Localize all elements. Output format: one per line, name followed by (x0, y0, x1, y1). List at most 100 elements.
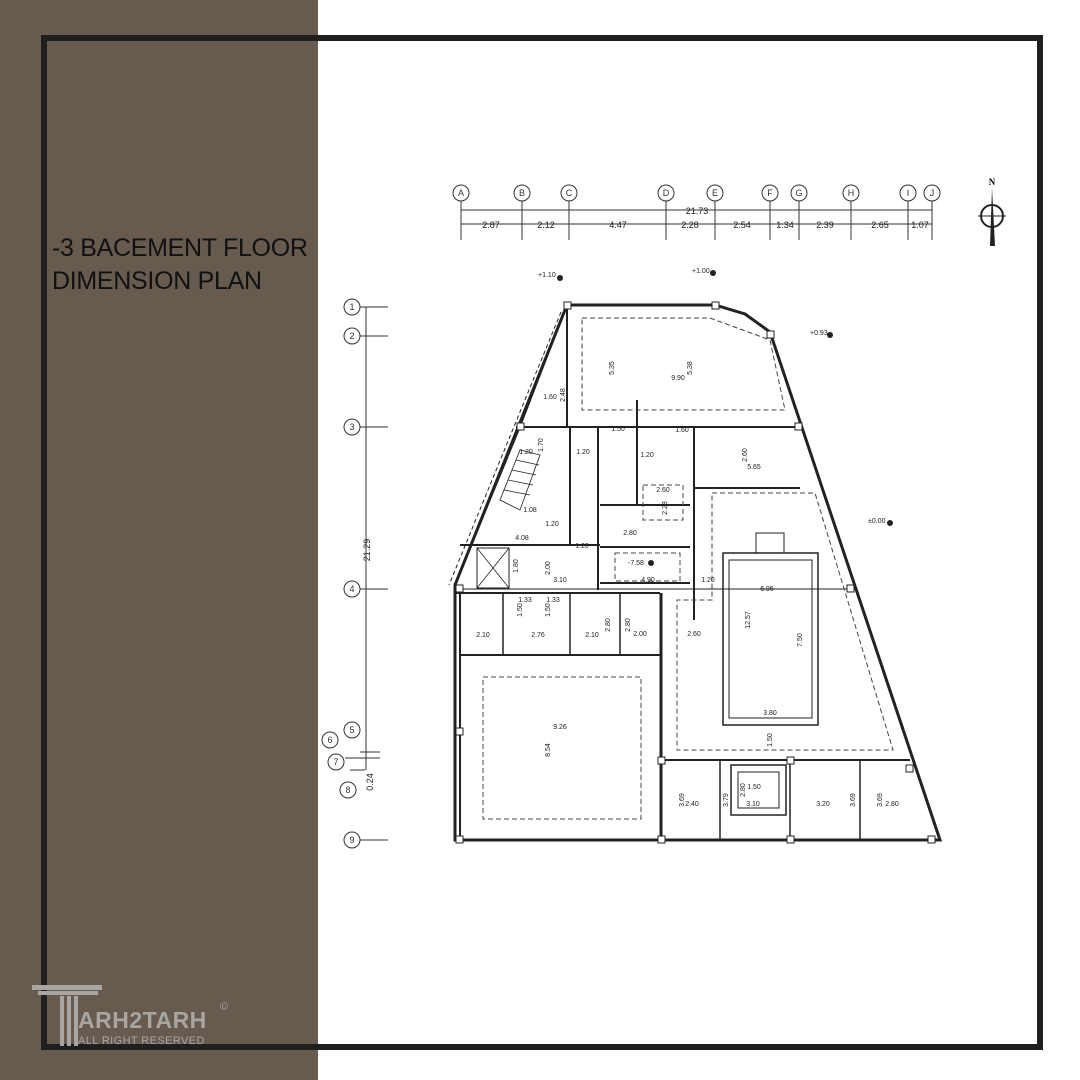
grid-row-2: 2 (349, 331, 354, 341)
dimension-label: 1.50 (545, 603, 552, 617)
dimension-label: 5.35 (609, 361, 616, 375)
dimension-label: 1.50 (767, 733, 774, 747)
dimension-label: 2.48 (560, 388, 567, 402)
dimension-label: 1.70 (538, 438, 545, 452)
col-spacing: 1.07 (911, 220, 929, 230)
dimension-label: 2.10 (585, 632, 599, 639)
grid-columns (452, 184, 941, 240)
dimension-label: 2.80 (605, 618, 612, 632)
copyright-mark: © (220, 1001, 229, 1013)
grid-row-7: 7 (333, 757, 338, 767)
dimension-label: 1.80 (513, 559, 520, 573)
dimension-label: 2.76 (531, 632, 545, 639)
dimension-label: 1.20 (545, 521, 559, 528)
dashed-areas (482, 317, 894, 820)
plan-title: -3 BACEMENT FLOOR DIMENSION PLAN (52, 232, 308, 298)
north-arrow-icon: N (978, 177, 1006, 246)
grid-col-h: H (848, 188, 855, 198)
dimension-label: 3.69 (877, 793, 884, 807)
level-mark: +1.00 (692, 268, 710, 275)
col-spacing: 2.28 (681, 220, 699, 230)
row-labels: 1 2 3 4 5 6 7 8 9 (327, 302, 354, 845)
column-dimensions: 21.73 2.87 2.12 4.47 2.28 2.54 1.34 2.39… (482, 206, 929, 230)
grid-col-a: A (458, 188, 464, 198)
column-labels: A B C D E F G H I J (458, 188, 934, 198)
dimension-label: 2.00 (545, 561, 552, 575)
grid-col-f: F (767, 188, 773, 198)
logo: ARH2TARH © ALL RIGHT RESERVED (30, 985, 250, 1050)
walls (448, 303, 943, 842)
grid-col-j: J (930, 188, 935, 198)
dimension-label: 1.60 (675, 427, 689, 434)
title-line-2: DIMENSION PLAN (52, 267, 262, 295)
dimension-label: 1.20 (519, 449, 533, 456)
dimension-label: 1.33 (546, 597, 560, 604)
col-spacing: 2.39 (816, 220, 834, 230)
dimension-label: 1.20 (576, 449, 590, 456)
grid-col-i: I (907, 188, 910, 198)
logo-rights: ALL RIGHT RESERVED (78, 1035, 205, 1047)
dimension-label: 8.54 (545, 743, 552, 757)
dimension-label: 1.50 (611, 426, 625, 433)
grid-row-3: 3 (349, 422, 354, 432)
grid-row-4: 4 (349, 584, 354, 594)
col-spacing: 2.87 (482, 220, 500, 230)
dimension-label: 3.69 (850, 793, 857, 807)
dimension-label: 2.60 (656, 487, 670, 494)
dimension-label: 5.38 (687, 361, 694, 375)
grid-col-b: B (519, 188, 525, 198)
dimension-label: 3.10 (746, 801, 760, 808)
dimension-label: 12.57 (745, 611, 752, 629)
dimension-label: 2.80 (623, 530, 637, 537)
dimension-label: 6.95 (760, 586, 774, 593)
dimension-label: 2.40 (685, 801, 699, 808)
dimension-label: 3.79 (723, 793, 730, 807)
dimension-label: 1.08 (523, 507, 537, 514)
dimension-label: 3.80 (763, 710, 777, 717)
dimension-label: 1.50 (517, 603, 524, 617)
dimension-label: 1.20 (640, 452, 654, 459)
dimension-label: 2.28 (662, 501, 669, 515)
logo-brand: ARH2TARH (78, 1007, 207, 1033)
level-marks: +1.10 +1.00 +0.93 ±0.00 -7.58 (538, 268, 893, 567)
grid-col-d: D (663, 188, 670, 198)
dimension-label: 2.80 (740, 783, 747, 797)
title-line-1: -3 BACEMENT FLOOR (52, 234, 308, 262)
level-mark: ±0.00 (868, 518, 886, 525)
dimension-label: 5.65 (747, 464, 761, 471)
grid-row-5: 5 (349, 725, 354, 735)
dimension-label: 4.90 (641, 577, 655, 584)
grid-row-8: 8 (345, 785, 350, 795)
level-mark: -7.58 (628, 560, 644, 567)
total-width: 21.73 (686, 206, 709, 216)
dimension-label: 2.10 (476, 632, 490, 639)
dimension-label: 1.20 (701, 577, 715, 584)
grid-row-1: 1 (349, 302, 354, 312)
side-panel (0, 0, 318, 1080)
col-spacing: 4.47 (609, 220, 627, 230)
col-spacing: 1.34 (776, 220, 794, 230)
dimension-label: 3.10 (553, 577, 567, 584)
structural-columns (455, 301, 936, 844)
dimension-label: 1.60 (543, 394, 557, 401)
dimension-label: 7.50 (797, 633, 804, 647)
level-mark: +0.93 (810, 330, 828, 337)
dimension-label: 4.08 (515, 535, 529, 542)
grid-rows (321, 298, 388, 849)
level-mark: +1.10 (538, 272, 556, 279)
dimension-label: 2.00 (633, 631, 647, 638)
dimension-label: 9.26 (553, 724, 567, 731)
col-spacing: 2.54 (733, 220, 751, 230)
grid-row-9: 9 (349, 835, 354, 845)
svg-text:N: N (989, 177, 996, 187)
grid-col-g: G (795, 188, 802, 198)
col-spacing: 2.65 (871, 220, 889, 230)
column-logo-icon (32, 985, 102, 1046)
dimension-label: 2.60 (742, 448, 749, 462)
dimension-label: 1.20 (575, 543, 589, 550)
dimension-label: 2.60 (687, 631, 701, 638)
grid-col-e: E (712, 188, 718, 198)
grid-row-6: 6 (327, 735, 332, 745)
dimension-label: 1.33 (518, 597, 532, 604)
dimension-label: 1.50 (747, 784, 761, 791)
